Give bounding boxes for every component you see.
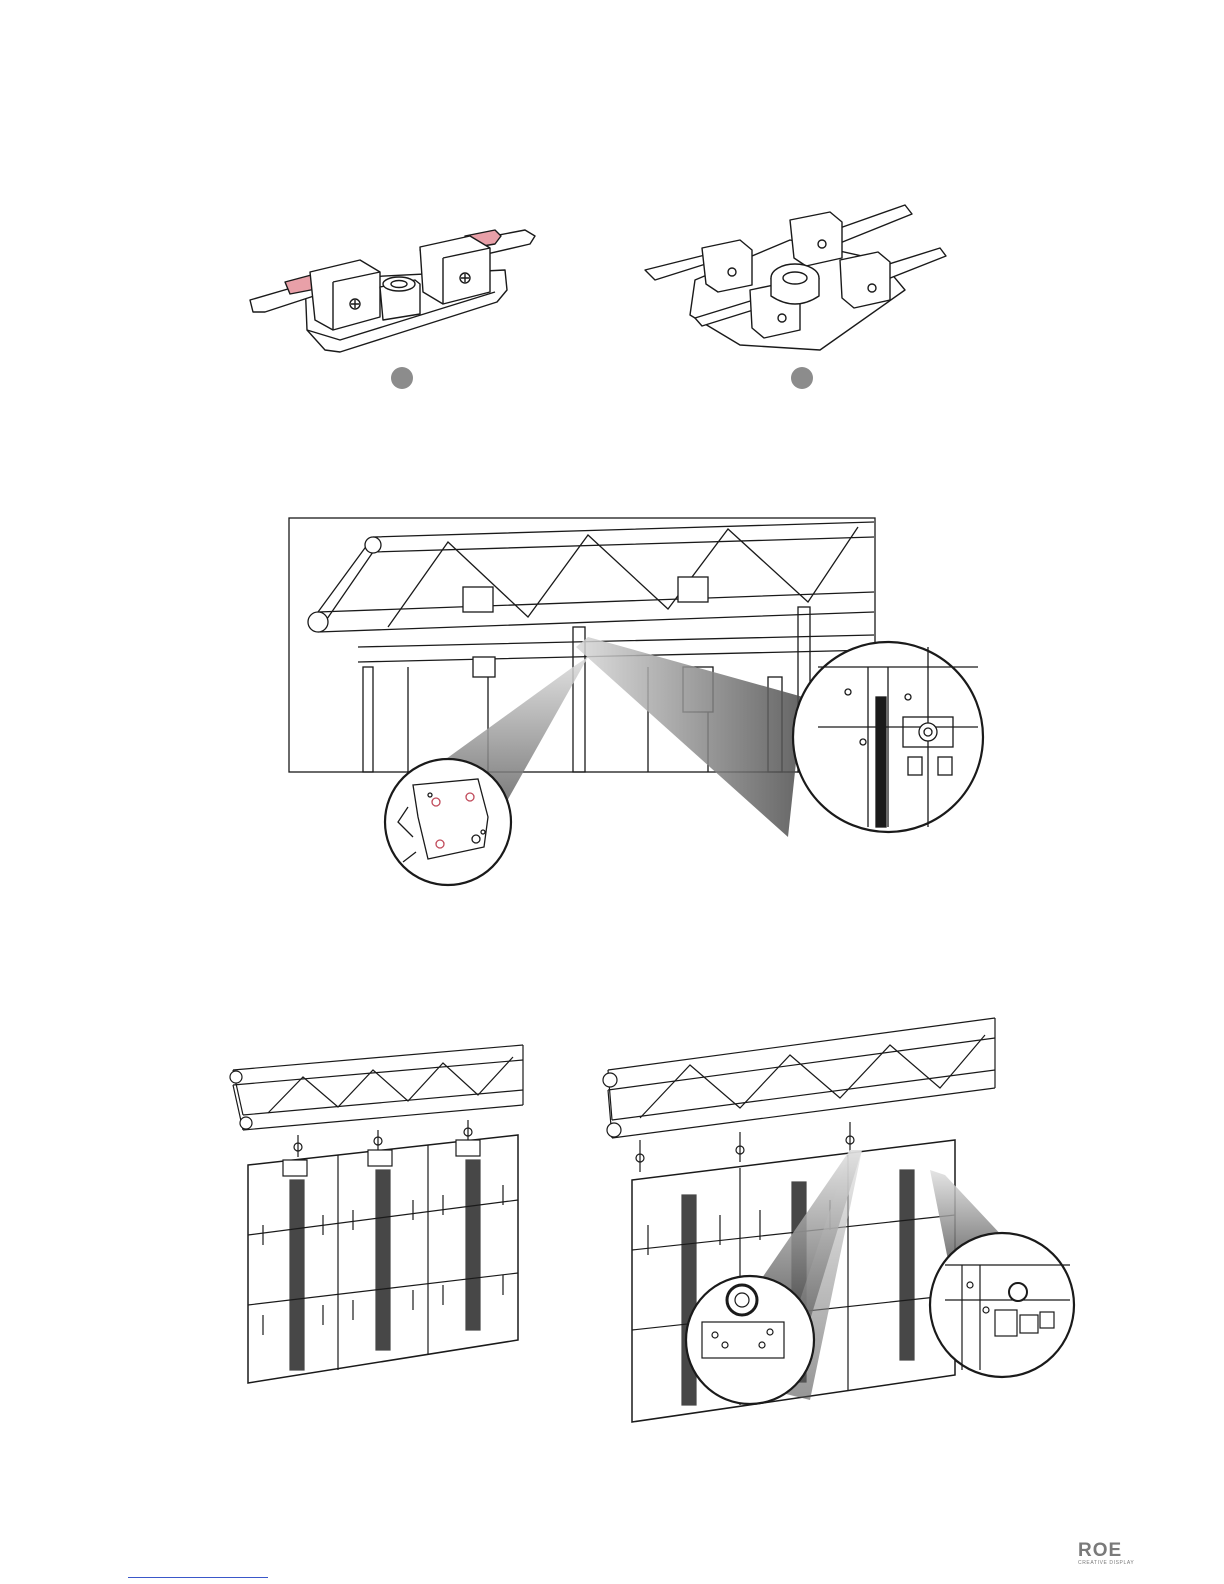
footer-link-underline[interactable] [128, 1577, 268, 1578]
step-marker-1 [391, 367, 413, 389]
truss-wall-detail-callouts-illustration [600, 1010, 1080, 1430]
rigging-bracket-two-point-illustration [245, 222, 540, 362]
truss-panel-connection-illustration [288, 517, 988, 887]
step-marker-2 [791, 367, 813, 389]
rigging-bracket-four-point-illustration [640, 200, 950, 360]
truss-three-column-wall-illustration [228, 1035, 528, 1385]
logo-wordmark: ROE [1078, 1541, 1128, 1560]
roe-logo: ROE CREATIVE DISPLAY [1078, 1541, 1128, 1577]
logo-tagline: CREATIVE DISPLAY [1078, 1560, 1128, 1566]
